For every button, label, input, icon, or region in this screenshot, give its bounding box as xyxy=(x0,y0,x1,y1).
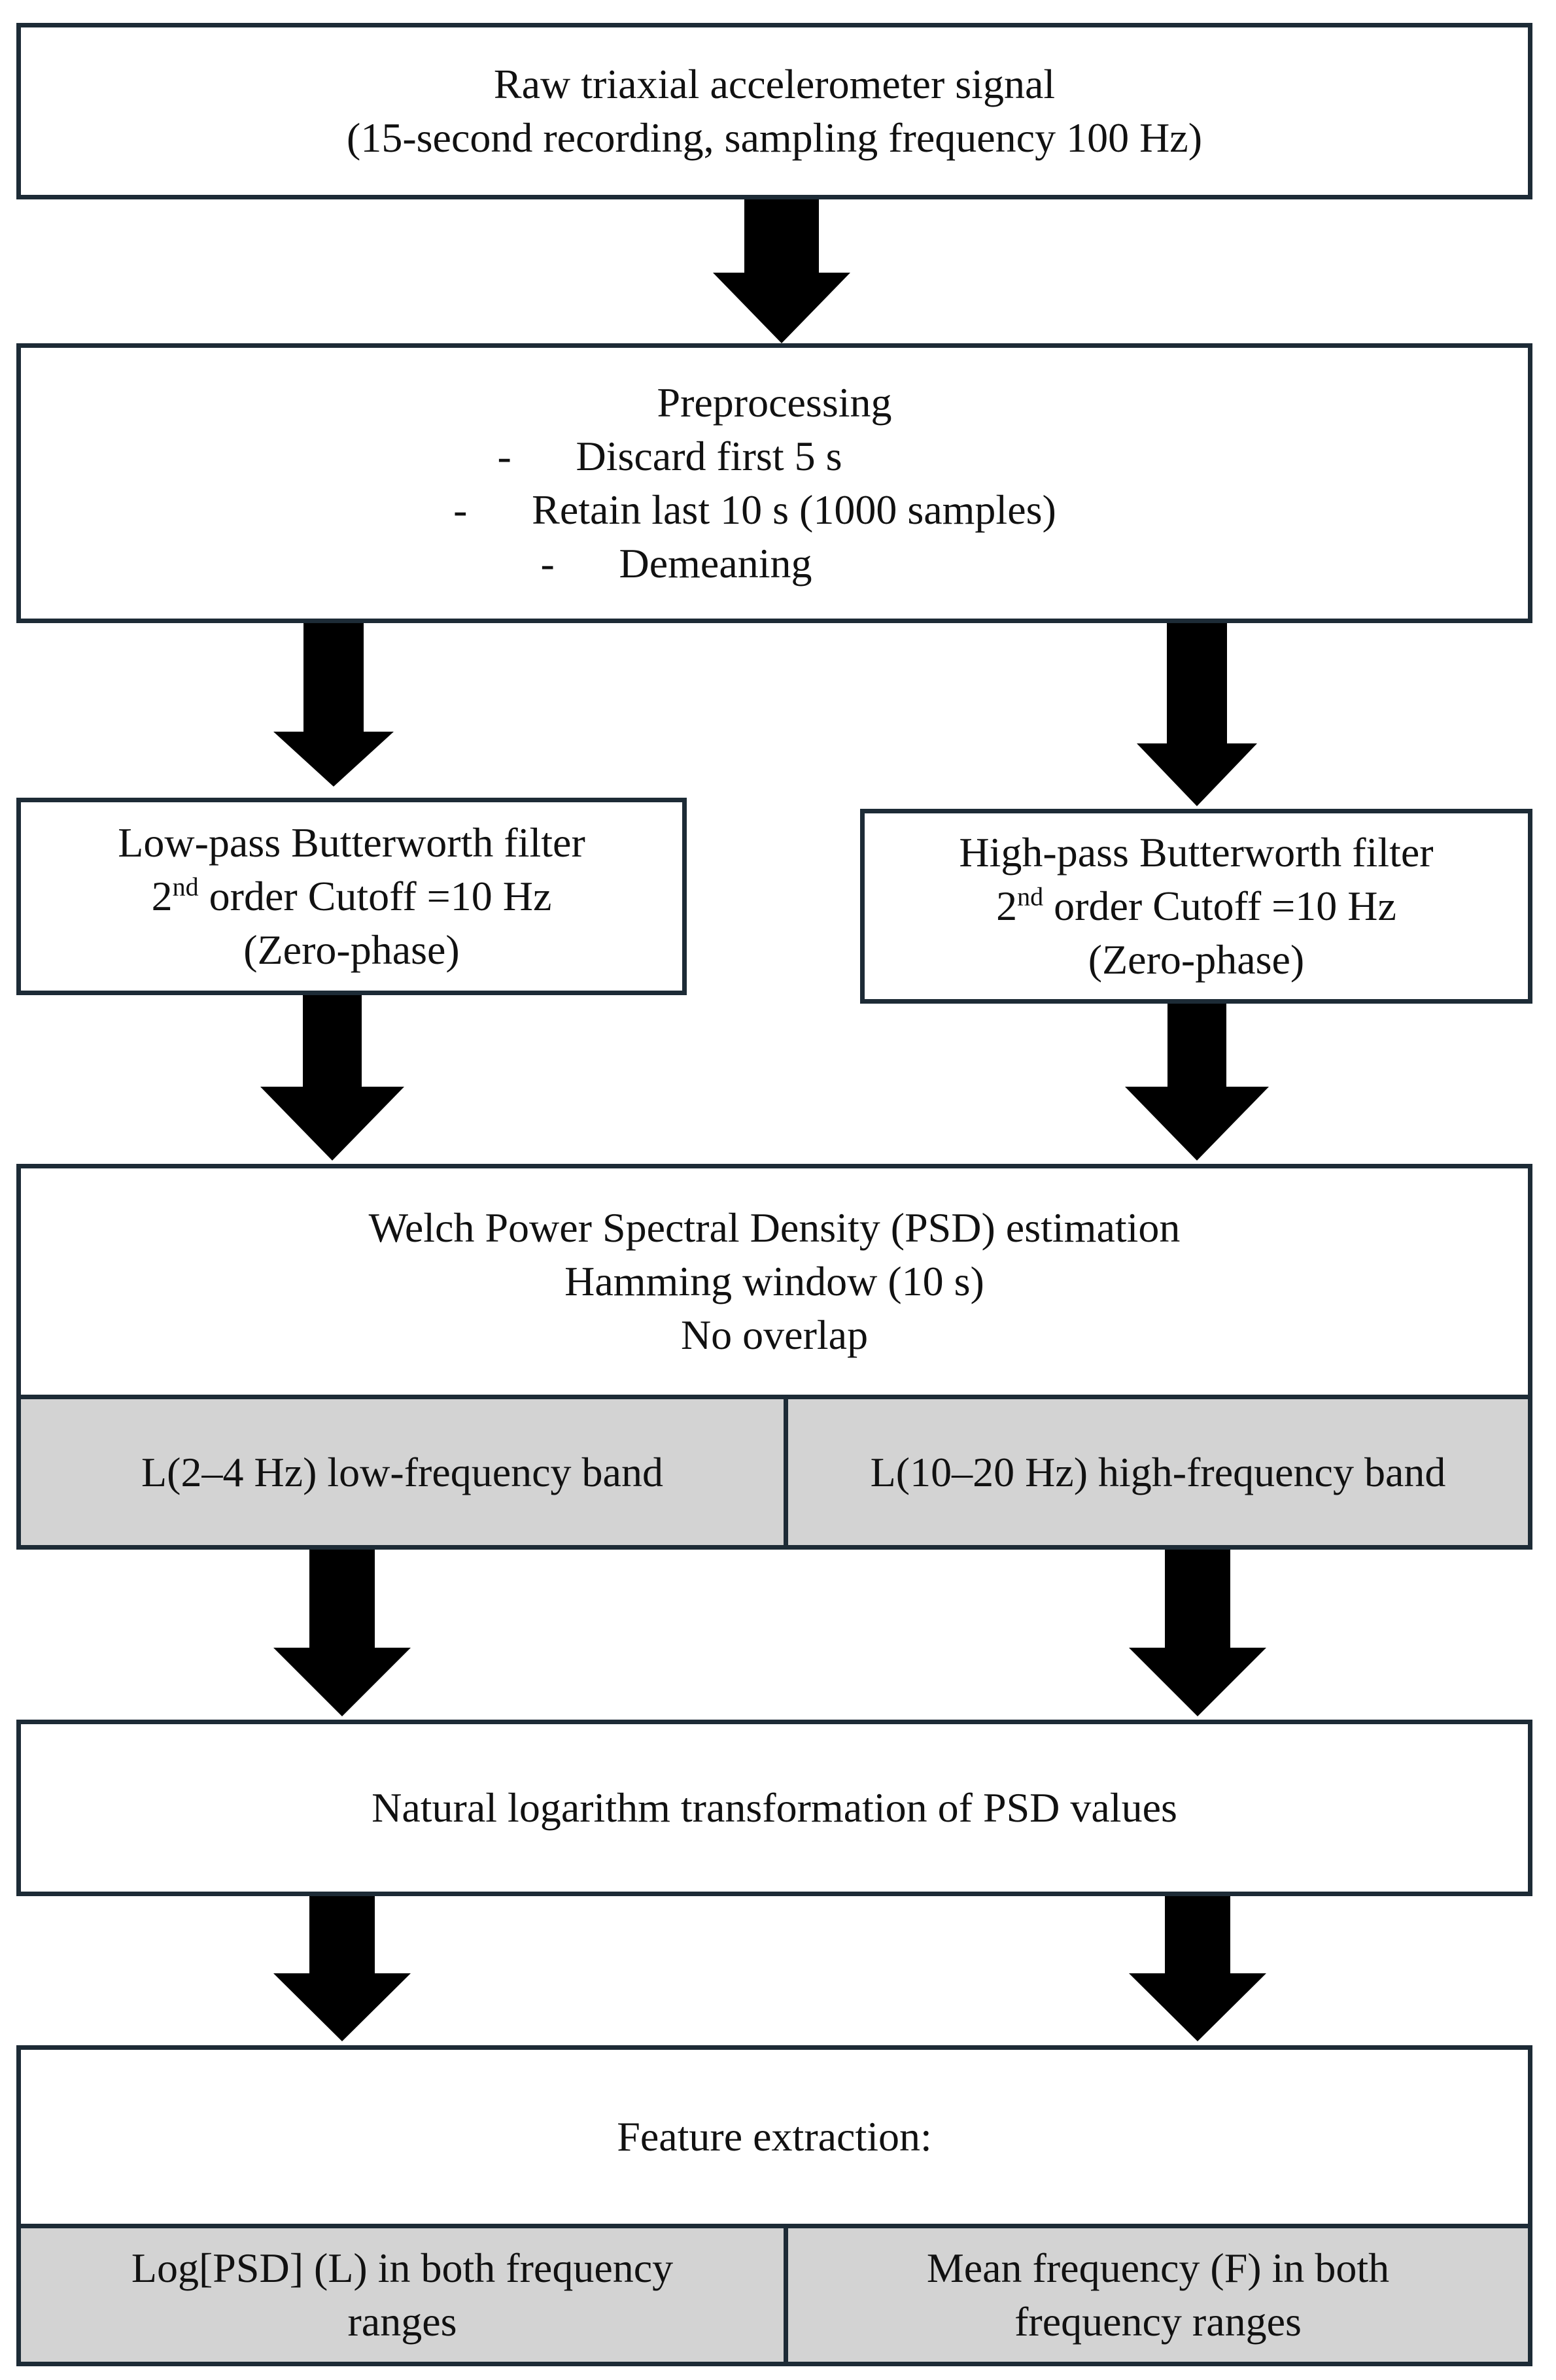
low-pass-line2: 2nd order Cutoff =10 Hz xyxy=(151,872,552,919)
log-psd-line1: Log[PSD] (L) in both frequency xyxy=(131,2245,674,2291)
down-arrow-icon xyxy=(273,1550,411,1716)
high-band-label: L(10–20 Hz) high-frequency band xyxy=(870,1448,1446,1495)
log-psd-feature-box: Log[PSD] (L) in both frequency ranges xyxy=(16,2224,788,2366)
raw-signal-line2: (15-second recording, sampling frequency… xyxy=(347,114,1202,161)
raw-signal-line1: Raw triaxial accelerometer signal xyxy=(493,61,1056,107)
high-frequency-band-box: L(10–20 Hz) high-frequency band xyxy=(784,1395,1532,1550)
low-pass-line3: (Zero-phase) xyxy=(243,926,460,973)
log-psd-line2: ranges xyxy=(347,2298,457,2345)
low-pass-line1: Low-pass Butterworth filter xyxy=(118,819,585,866)
high-pass-filter-box: High-pass Butterworth filter 2nd order C… xyxy=(860,809,1532,1004)
welch-line2: Hamming window (10 s) xyxy=(564,1258,984,1304)
preprocessing-item: -Retain last 10 s (1000 samples) xyxy=(453,486,1056,533)
preprocessing-item: -Demeaning xyxy=(540,540,812,586)
high-pass-line3: (Zero-phase) xyxy=(1088,936,1305,983)
mean-frequency-line2: frequency ranges xyxy=(1014,2298,1302,2345)
low-pass-filter-box: Low-pass Butterworth filter 2nd order Cu… xyxy=(16,798,687,995)
down-arrow-icon xyxy=(273,623,394,787)
low-frequency-band-box: L(2–4 Hz) low-frequency band xyxy=(16,1395,788,1550)
feature-extraction-title: Feature extraction: xyxy=(617,2113,932,2160)
welch-line1: Welch Power Spectral Density (PSD) estim… xyxy=(368,1204,1181,1251)
mean-frequency-feature-box: Mean frequency (F) in both frequency ran… xyxy=(784,2224,1532,2366)
preprocessing-title: Preprocessing xyxy=(657,379,892,426)
low-band-label: L(2–4 Hz) low-frequency band xyxy=(141,1448,663,1495)
welch-psd-box: Welch Power Spectral Density (PSD) estim… xyxy=(16,1164,1532,1399)
feature-extraction-box: Feature extraction: xyxy=(16,2045,1532,2228)
down-arrow-icon xyxy=(273,1896,411,2041)
mean-frequency-line1: Mean frequency (F) in both xyxy=(926,2245,1390,2291)
welch-line3: No overlap xyxy=(680,1312,869,1358)
down-arrow-icon xyxy=(1137,623,1257,806)
down-arrow-icon xyxy=(1129,1896,1266,2041)
raw-signal-box: Raw triaxial accelerometer signal (15-se… xyxy=(16,23,1532,199)
down-arrow-icon xyxy=(1129,1550,1266,1716)
down-arrow-icon xyxy=(1125,1004,1269,1161)
preprocessing-box: Preprocessing -Discard first 5 s -Retain… xyxy=(16,343,1532,623)
high-pass-line1: High-pass Butterworth filter xyxy=(959,829,1434,876)
down-arrow-icon xyxy=(260,995,404,1161)
log-transform-label: Natural logarithm transformation of PSD … xyxy=(372,1784,1177,1831)
down-arrow-icon xyxy=(713,199,850,343)
log-transform-box: Natural logarithm transformation of PSD … xyxy=(16,1720,1532,1896)
high-pass-line2: 2nd order Cutoff =10 Hz xyxy=(996,881,1396,929)
preprocessing-item: -Discard first 5 s xyxy=(497,433,842,479)
